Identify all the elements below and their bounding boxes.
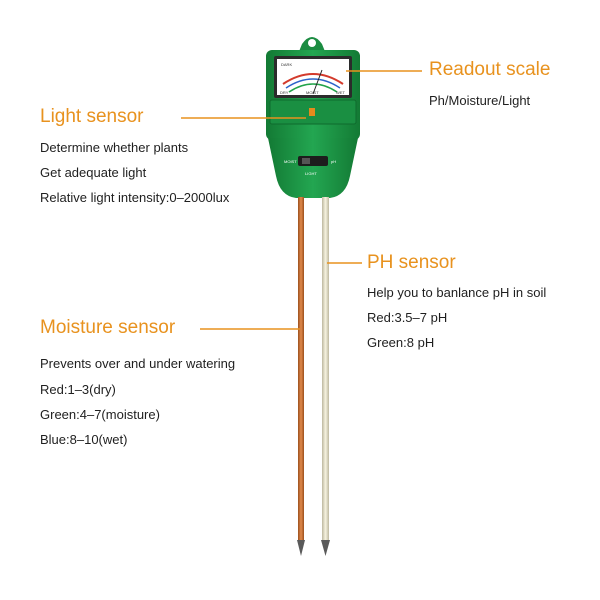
ph-sensor-line-2: Red:3.5–7 pH (367, 310, 448, 325)
copper-probe (298, 197, 304, 543)
light-sensor-line-1: Determine whether plants (40, 140, 189, 155)
moisture-sensor-line-1: Prevents over and under watering (40, 356, 236, 371)
mode-switch: MOIST pH LIGHT (284, 156, 336, 176)
copper-probe-tip (297, 540, 305, 556)
ph-sensor-line-1: Help you to banlance pH in soil (367, 285, 547, 300)
light-sensor-window (269, 99, 357, 125)
light-sensor-title: Light sensor (40, 106, 144, 127)
dial-label-dry: DRY (280, 90, 289, 95)
readout-scale-title: Readout scale (429, 59, 551, 80)
ph-sensor-title: PH sensor (367, 252, 456, 273)
switch-label-light: LIGHT (305, 171, 317, 176)
moisture-sensor-title: Moisture sensor (40, 317, 176, 338)
moisture-sensor-line-2: Red:1–3(dry) (40, 382, 116, 397)
hanging-tab (298, 37, 326, 54)
dial-window: DARK DRY MOIST WET (274, 56, 352, 98)
moisture-sensor-line-3: Green:4–7(moisture) (40, 407, 160, 422)
switch-label-ph: pH (331, 159, 336, 164)
ph-sensor-line-3: Green:8 pH (367, 335, 435, 350)
light-sensor-line-3: Relative light intensity:0–2000lux (40, 190, 230, 205)
readout-scale-desc: Ph/Moisture/Light (429, 93, 531, 108)
white-probe-tip (321, 540, 330, 556)
switch-label-moist: MOIST (284, 159, 297, 164)
dial-label-moist: MOIST (306, 90, 319, 95)
meter-neck (268, 138, 358, 198)
moisture-sensor-line-4: Blue:8–10(wet) (40, 432, 128, 447)
dial-label-wet: WET (336, 90, 345, 95)
dial-label-dark: DARK (281, 62, 292, 67)
white-probe (322, 197, 329, 543)
light-sensor-line-2: Get adequate light (40, 165, 147, 180)
